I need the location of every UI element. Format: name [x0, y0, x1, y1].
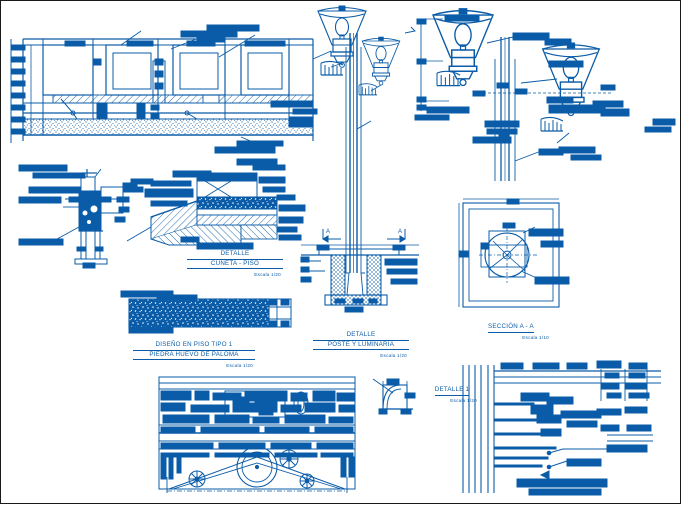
section-mark-a-right: A: [398, 229, 403, 235]
label-detalle-1: DETALLE 1 Escala 1/20: [425, 386, 479, 405]
view-cuneta-seccion-superior: [10, 24, 332, 154]
view-luminaria-ampliada: [404, 8, 630, 181]
label-title-line2: PIEDRA HUEVO DE PALOMA: [133, 351, 255, 360]
label-scale: Escala 1/20: [226, 362, 253, 368]
view-detalle-1: [372, 378, 416, 415]
label-poste-luminaria: DETALLE POSTE Y LUMINARIA Escala 1/20: [313, 331, 409, 360]
label-scale: Escala 1/20: [254, 271, 281, 277]
label-scale: Escala 1/10: [522, 335, 549, 340]
label-title-line2: CUNETA - PISO: [187, 260, 283, 269]
label-title-line1: DETALLE: [187, 250, 283, 260]
view-seccion-a-a: [458, 198, 570, 308]
view-detalle-derecha-inferior: [462, 360, 661, 496]
view-cuneta-piso: [122, 158, 306, 250]
label-cuneta-piso: DETALLE CUNETA - PISO Escala 1/20: [187, 250, 283, 279]
label-title-line1: DETALLE: [313, 331, 409, 341]
misc-marks: [18, 44, 676, 133]
label-scale: Escala 1/20: [450, 398, 477, 403]
label-piso-tipo-1: DISEÑO EN PISO TIPO 1 PIEDRA HUEVO DE PA…: [133, 341, 255, 370]
section-mark-a-left: A: [326, 229, 331, 235]
view-piso-tipo-1: [120, 290, 292, 334]
label-title-line1: DISEÑO EN PISO TIPO 1: [133, 341, 255, 351]
view-planta-inferior: [158, 376, 356, 493]
view-detalle-lateral-izq: [18, 164, 138, 269]
label-scale: Escala 1/20: [380, 352, 407, 358]
label-title-line1: DETALLE 1: [434, 386, 470, 396]
label-title-line2: POSTE Y LUMINARIA: [313, 341, 409, 350]
label-seccion-a-a: SECCIÓN A - A Escala 1/10: [471, 323, 551, 342]
label-title-line1: SECCIÓN A - A: [488, 323, 534, 333]
view-poste-luminaria: [300, 5, 419, 313]
